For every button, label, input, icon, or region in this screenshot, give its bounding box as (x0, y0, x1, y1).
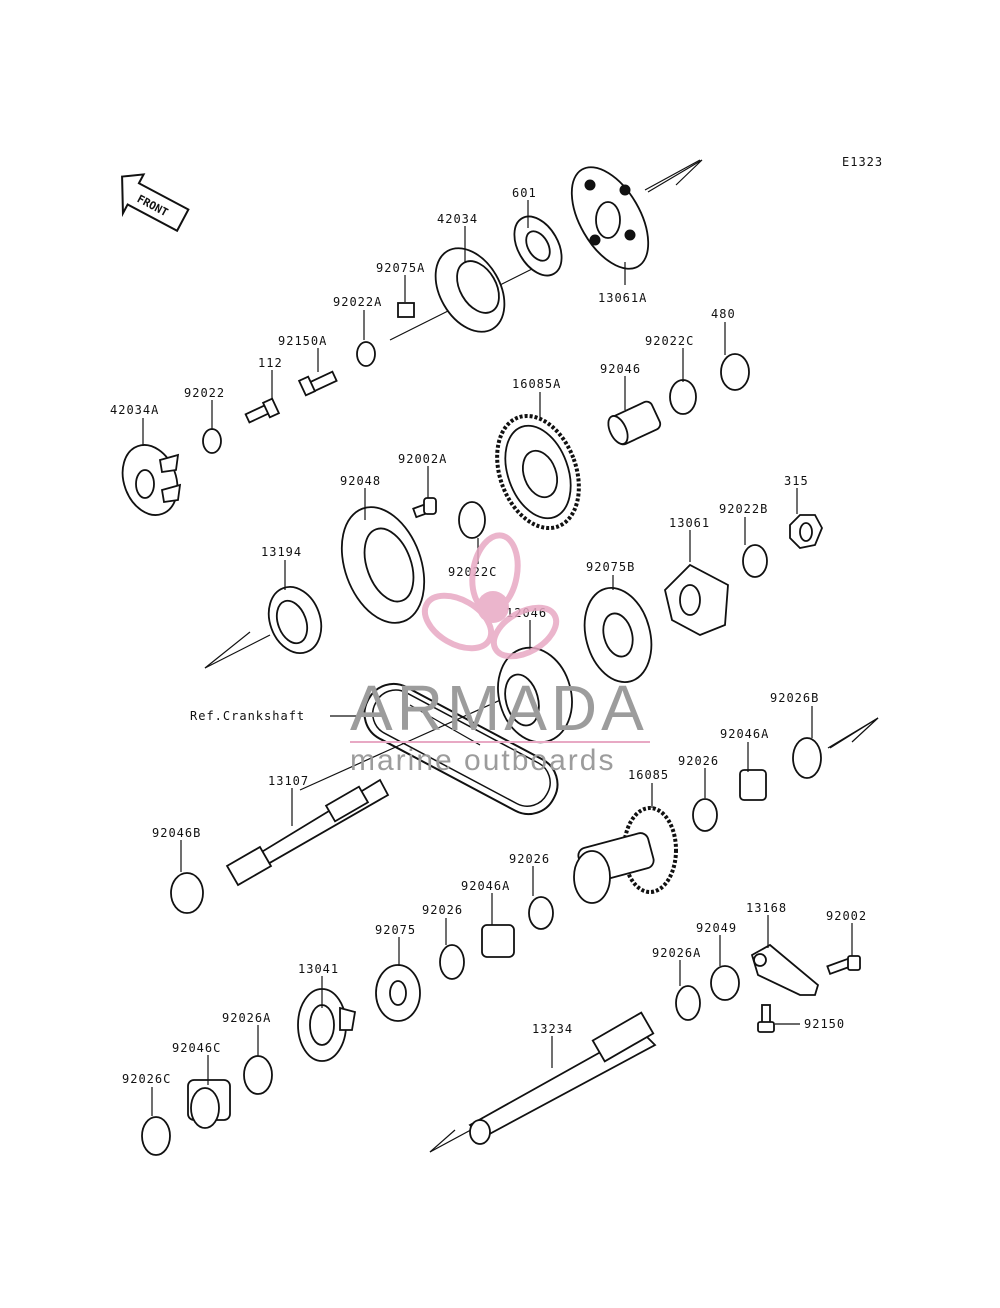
part-label: 92026 (422, 903, 463, 917)
leader-lines (142, 200, 853, 1116)
part-label: 92026 (509, 852, 550, 866)
part-92026-lower-b (439, 944, 465, 980)
part-92002-bolt (826, 955, 861, 976)
part-label: 13041 (298, 962, 339, 976)
part-42034-clutch-housing (434, 247, 506, 333)
part-label: 92026A (222, 1011, 271, 1025)
part-92022 (202, 428, 222, 454)
part-label: 92075B (586, 560, 635, 574)
part-92026-upper (692, 798, 718, 832)
part-92075b-damper (583, 587, 653, 683)
part-92048-plate (340, 506, 426, 624)
part-label: 92026B (770, 691, 819, 705)
part-label: 92150 (804, 1017, 845, 1031)
part-label: 112 (258, 356, 283, 370)
part-label: 13234 (532, 1022, 573, 1036)
part-13061-hub (664, 563, 729, 636)
part-label: 42034A (110, 403, 159, 417)
part-label: 92026 (678, 754, 719, 768)
part-601-bearing (513, 215, 563, 277)
part-92022c-mid (458, 501, 486, 539)
part-16085-gear (573, 806, 678, 904)
part-label: 92022 (184, 386, 225, 400)
part-92026c (141, 1116, 171, 1156)
part-label: 13107 (268, 774, 309, 788)
part-13194-bearing (267, 586, 323, 654)
part-42034a-hub (121, 444, 182, 516)
part-label: 92075A (376, 261, 425, 275)
part-label: 13168 (746, 901, 787, 915)
part-13041-coupling (297, 988, 357, 1062)
part-92150-bolt (757, 1004, 775, 1033)
part-92075-damper (375, 964, 421, 1022)
part-label: 92046B (152, 826, 201, 840)
part-480-circlip (720, 353, 750, 391)
part-92046-needle-bearing (607, 400, 662, 446)
part-label: 92046A (720, 727, 769, 741)
part-13107-shaft (225, 778, 390, 887)
part-92046a-upper-bearing (739, 769, 767, 801)
part-92046b (170, 872, 204, 914)
part-label: 13061A (598, 291, 647, 305)
armada-watermark: ARMADA marine outboards (350, 532, 650, 777)
part-label: 601 (512, 186, 537, 200)
part-label: 92046 (600, 362, 641, 376)
part-12046-sprocket-drum (497, 646, 573, 744)
part-crankshaft-chain (363, 682, 559, 816)
part-label: 92150A (278, 334, 327, 348)
part-label: 16085 (628, 768, 669, 782)
part-92026b (792, 737, 822, 779)
part-92022a (356, 341, 376, 367)
part-label: 92022A (333, 295, 382, 309)
part-label: 92048 (340, 474, 381, 488)
part-92026a-right (675, 985, 701, 1021)
part-92026a-left (243, 1055, 273, 1095)
part-label: 92002 (826, 909, 867, 923)
part-92046a-lower-bearing (481, 924, 515, 958)
part-315-nut (789, 514, 823, 549)
part-92002a-screw (412, 497, 437, 519)
part-label: 92046C (172, 1041, 221, 1055)
part-label: 92075 (375, 923, 416, 937)
part-label: Ref.Crankshaft (190, 709, 305, 723)
watermark-brand: ARMADA (350, 672, 648, 744)
part-label: 16085A (512, 377, 561, 391)
part-label: 92026A (652, 946, 701, 960)
part-92022b (742, 544, 768, 578)
watermark-tagline: marine outboards (350, 744, 615, 777)
part-label: 42034 (437, 212, 478, 226)
part-92022c-upper (669, 379, 697, 415)
part-labels: 601 42034 92075A 92022A 92150A 112 92022… (110, 186, 867, 1086)
part-label: 480 (711, 307, 736, 321)
part-92150a-bolt (297, 370, 338, 397)
part-label: 92002A (398, 452, 447, 466)
part-label: 92026C (122, 1072, 171, 1086)
part-92049-seal (710, 965, 740, 1001)
front-arrow-icon: FRONT (121, 173, 190, 233)
part-label: 92022C (645, 334, 694, 348)
part-92026-lower-a (528, 896, 554, 930)
part-13168-arm (750, 943, 820, 996)
part-label: 13061 (669, 516, 710, 530)
part-label: 92022B (719, 502, 768, 516)
part-112-bolt (244, 397, 281, 424)
part-92046c-bearing (187, 1079, 231, 1129)
part-label: 92046A (461, 879, 510, 893)
diagram-code: E1323 (842, 155, 883, 169)
part-label: 315 (784, 474, 809, 488)
part-16085a-gear (495, 413, 581, 531)
part-92075a (397, 302, 415, 318)
part-13061a-flange (570, 166, 650, 270)
propeller-logo-icon (421, 532, 560, 660)
part-label: 13194 (261, 545, 302, 559)
part-13234-shaft (468, 1011, 657, 1145)
part-label: 92049 (696, 921, 737, 935)
